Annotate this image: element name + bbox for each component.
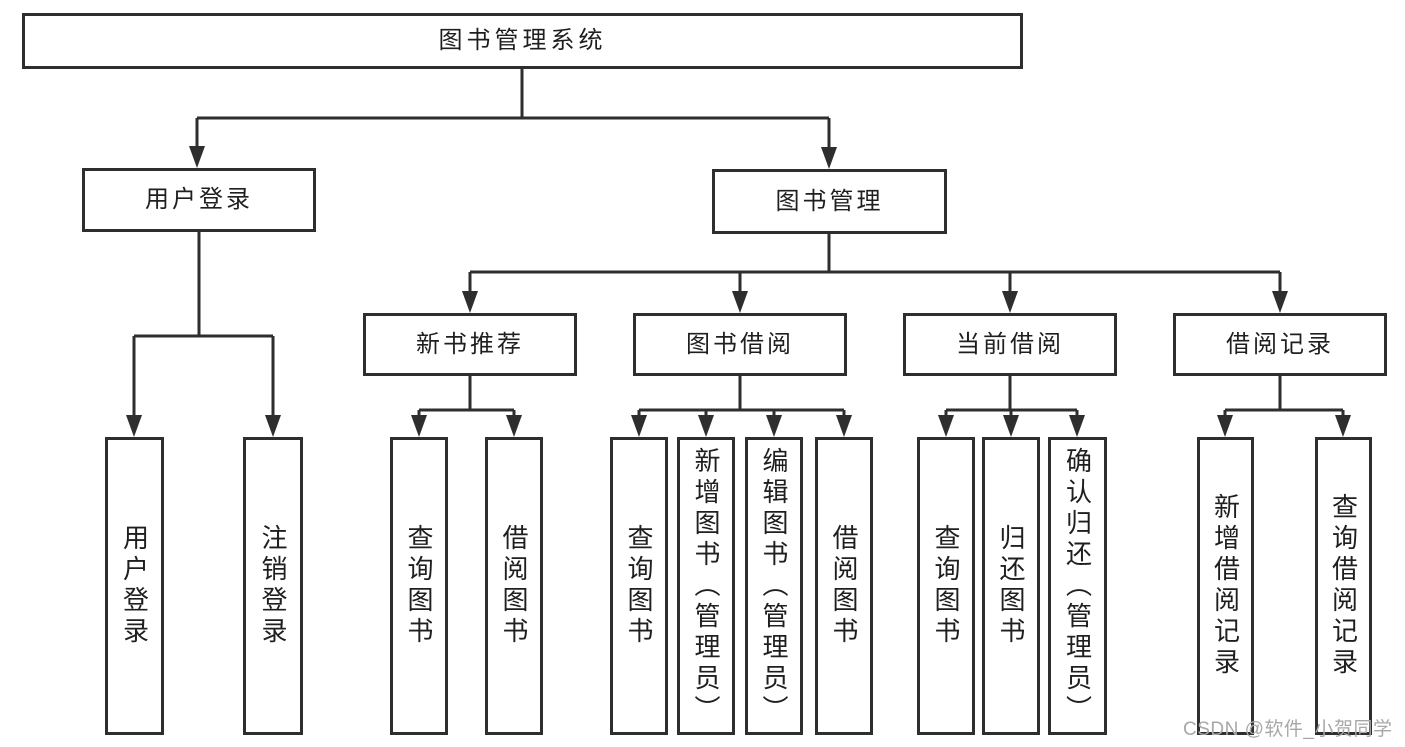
leaf-current-query-books: 查询图书 <box>917 437 975 735</box>
leaf-user-login: 用户登录 <box>105 437 164 735</box>
leaf-current-return-books: 归还图书 <box>982 437 1040 735</box>
node-label: 注销登录 <box>258 524 288 648</box>
node-label: 当前借阅 <box>956 330 1064 358</box>
node-label: 用户登录 <box>145 186 253 213</box>
node-user-login: 用户登录 <box>82 168 316 232</box>
leaf-records-query-borrow-record: 查询借阅记录 <box>1315 437 1372 735</box>
leaf-borrowing-add-books-admin: 新增图书（管理员） <box>677 437 735 735</box>
leaf-newrec-query-books: 查询图书 <box>390 437 448 735</box>
leaf-current-confirm-return-admin: 确认归还（管理员） <box>1048 437 1107 735</box>
node-label: 新增借阅记录 <box>1210 493 1241 679</box>
node-new-book-recommendation: 新书推荐 <box>363 313 577 376</box>
node-label: 用户登录 <box>119 524 150 648</box>
leaf-records-add-borrow-record: 新增借阅记录 <box>1197 437 1254 735</box>
watermark: CSDN @软件_小贺同学 <box>1183 719 1393 740</box>
node-label: 图书借阅 <box>686 330 794 358</box>
leaf-logout: 注销登录 <box>243 437 303 735</box>
leaf-borrowing-borrow-books: 借阅图书 <box>815 437 873 735</box>
node-current-borrowing: 当前借阅 <box>903 313 1117 376</box>
leaf-newrec-borrow-books: 借阅图书 <box>485 437 543 735</box>
node-label: 编辑图书（管理员） <box>759 446 789 726</box>
node-library-management-system: 图书管理系统 <box>22 13 1023 69</box>
node-label: 查询图书 <box>624 524 654 648</box>
node-label: 图书管理 <box>775 187 884 215</box>
node-label: 归还图书 <box>996 524 1026 648</box>
leaf-borrowing-query-books: 查询图书 <box>610 437 668 735</box>
node-borrowing-records: 借阅记录 <box>1173 313 1387 376</box>
node-label: 查询图书 <box>404 524 434 648</box>
node-label: 查询借阅记录 <box>1328 493 1359 679</box>
node-label: 借阅记录 <box>1226 330 1334 358</box>
node-label: 确认归还（管理员） <box>1062 446 1093 726</box>
node-label: 图书管理系统 <box>438 27 607 54</box>
node-book-management: 图书管理 <box>712 169 947 234</box>
node-label: 新增图书（管理员） <box>691 446 721 726</box>
node-book-borrowing: 图书借阅 <box>633 313 847 376</box>
node-label: 新书推荐 <box>416 330 524 358</box>
node-label: 借阅图书 <box>499 524 529 648</box>
node-label: 借阅图书 <box>829 524 859 648</box>
node-label: 查询图书 <box>931 524 961 648</box>
leaf-borrowing-edit-books-admin: 编辑图书（管理员） <box>745 437 803 735</box>
